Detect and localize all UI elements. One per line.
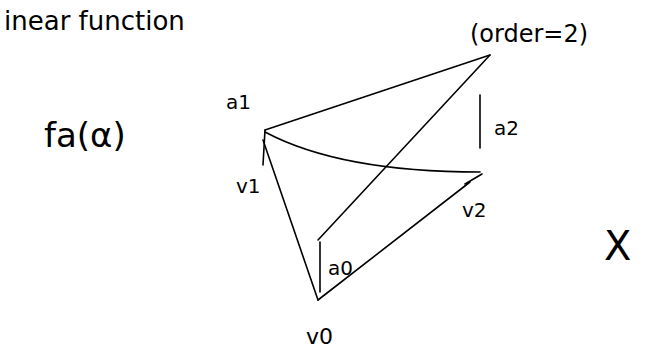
base-corner <box>465 174 482 184</box>
diagonal-edge <box>318 55 490 240</box>
top-edge <box>265 55 490 130</box>
axis-symbol: X <box>604 226 631 266</box>
vertex-label: v2 <box>462 200 487 220</box>
upper-curve <box>265 132 480 172</box>
base-right-edge <box>318 182 470 300</box>
height-a1 <box>263 130 265 165</box>
height-a2 <box>479 95 481 148</box>
height-a0 <box>319 242 321 292</box>
function-name: fa(α) <box>44 118 126 152</box>
base-left-edge <box>263 140 318 300</box>
vertex-label: v0 <box>306 326 333 348</box>
height-label: a1 <box>226 92 251 112</box>
heading-note: inear function <box>4 8 185 34</box>
height-label: a0 <box>328 258 353 278</box>
height-label: a2 <box>494 118 519 138</box>
vertex-label: v1 <box>236 176 261 196</box>
order-note: (order=2) <box>470 22 588 46</box>
